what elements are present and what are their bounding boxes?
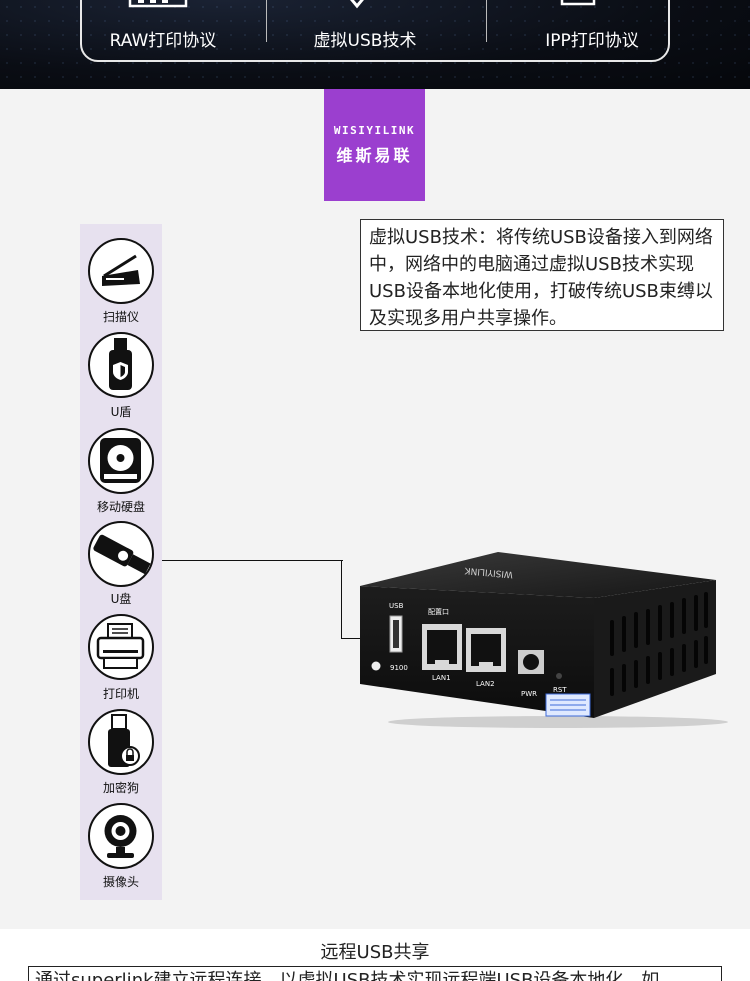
router-lan2-label: LAN2 <box>476 680 495 688</box>
router-usb-label: USB <box>389 602 404 610</box>
brand-logo-en: WISIYILINK <box>333 124 416 137</box>
router-config-label: 配置口 <box>428 608 449 616</box>
device-label-usb-disk: U盘 <box>110 592 132 606</box>
scanner-icon <box>88 238 154 304</box>
virtual-usb-description: 虚拟USB技术：将传统USB设备接入到网络中，网络中的电脑通过虚拟USB技术实现… <box>360 219 724 331</box>
virtual-usb-shield-icon <box>350 0 364 9</box>
device-label-printer: 打印机 <box>102 687 139 701</box>
device-label-ukey: U盾 <box>110 405 132 419</box>
hard-disk-icon <box>88 428 154 494</box>
remote-usb-description: 通过superlink建立远程连接，以虚拟USB技术实现远程端USB设备本地化，… <box>28 966 722 981</box>
webcam-icon <box>88 803 154 869</box>
printer-icon <box>88 614 154 680</box>
ipp-monitor-icon <box>560 0 596 6</box>
device-label-dongle: 加密狗 <box>102 781 139 795</box>
usb-print-server-device: WISIYILINK USB 9100 配置口 LAN1 LAN2 PWR RS… <box>360 552 728 728</box>
device-label-hard-disk: 移动硬盘 <box>96 500 145 514</box>
brand-logo-cn: 维斯易联 <box>336 146 413 165</box>
router-brand-text: WISIYILINK <box>463 565 513 579</box>
usb-cable-line <box>162 560 343 561</box>
brand-logo: WISIYILINK 维斯易联 <box>324 89 425 201</box>
router-lan1-label: LAN1 <box>432 674 451 682</box>
protocol-raw-label: RAW打印协议 <box>109 31 217 51</box>
dongle-lock-icon <box>88 709 154 775</box>
protocol-box <box>80 0 670 62</box>
top-banner: RAW打印协议 虚拟USB技术 IPP打印协议 <box>0 0 750 89</box>
protocol-ipp-label: IPP打印协议 <box>545 31 639 51</box>
usb-cable-line <box>341 560 342 638</box>
usb-flash-drive-icon <box>88 521 154 587</box>
remote-usb-section <box>0 929 750 981</box>
router-pwr-label: PWR <box>521 690 537 698</box>
device-label-webcam: 摄像头 <box>102 875 139 889</box>
router-9100-label: 9100 <box>390 664 408 672</box>
protocol-virtual-usb-label: 虚拟USB技术 <box>313 31 417 51</box>
protocol-divider <box>266 0 267 42</box>
raw-printer-icon <box>128 0 188 8</box>
usb-device-list: 扫描仪 U盾 移动硬盘 U盘 <box>80 224 162 900</box>
router-rst-label: RST <box>553 686 567 694</box>
device-label-scanner: 扫描仪 <box>102 310 139 324</box>
usb-key-shield-icon <box>88 332 154 398</box>
remote-usb-title: 远程USB共享 <box>320 942 430 963</box>
banner-starfield <box>0 0 750 89</box>
protocol-divider <box>486 0 487 42</box>
